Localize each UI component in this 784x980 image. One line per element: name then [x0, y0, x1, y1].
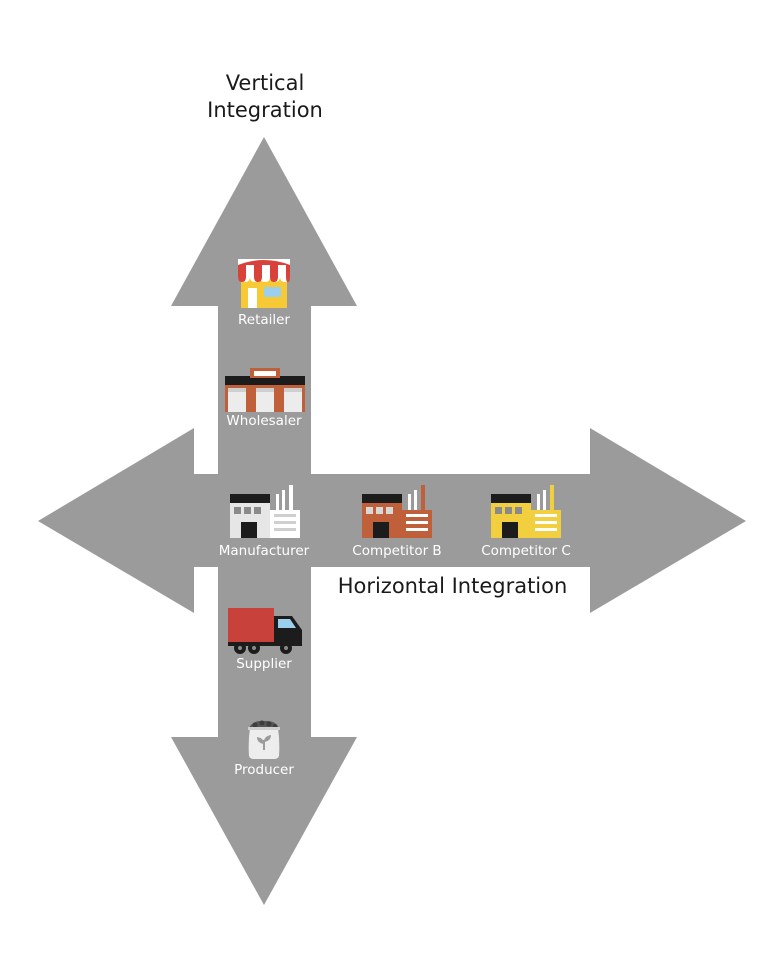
sack-icon — [248, 720, 280, 759]
truck-icon — [228, 608, 302, 654]
warehouse-icon — [225, 368, 305, 412]
horizontal-integration-title: Horizontal Integration — [337, 574, 568, 598]
wholesaler-label: Wholesaler — [226, 413, 302, 429]
store-icon — [238, 259, 290, 308]
vertical-title-line-1: Vertical — [225, 71, 305, 95]
producer-label: Producer — [234, 762, 294, 778]
retailer-label: Retailer — [237, 312, 290, 328]
manufacturer-label: Manufacturer — [218, 543, 310, 559]
supplier-label: Supplier — [236, 656, 292, 672]
factory-icon — [362, 485, 432, 538]
competitor-c-label: Competitor C — [481, 543, 571, 559]
competitor-b-label: Competitor B — [352, 543, 442, 559]
vertical-title-line-2: Integration — [207, 98, 323, 122]
vertical-integration-title: Vertical Integration — [165, 70, 365, 124]
factory-icon — [230, 485, 300, 538]
factory-icon — [491, 485, 561, 538]
horizontal-arrow-left — [38, 428, 218, 613]
